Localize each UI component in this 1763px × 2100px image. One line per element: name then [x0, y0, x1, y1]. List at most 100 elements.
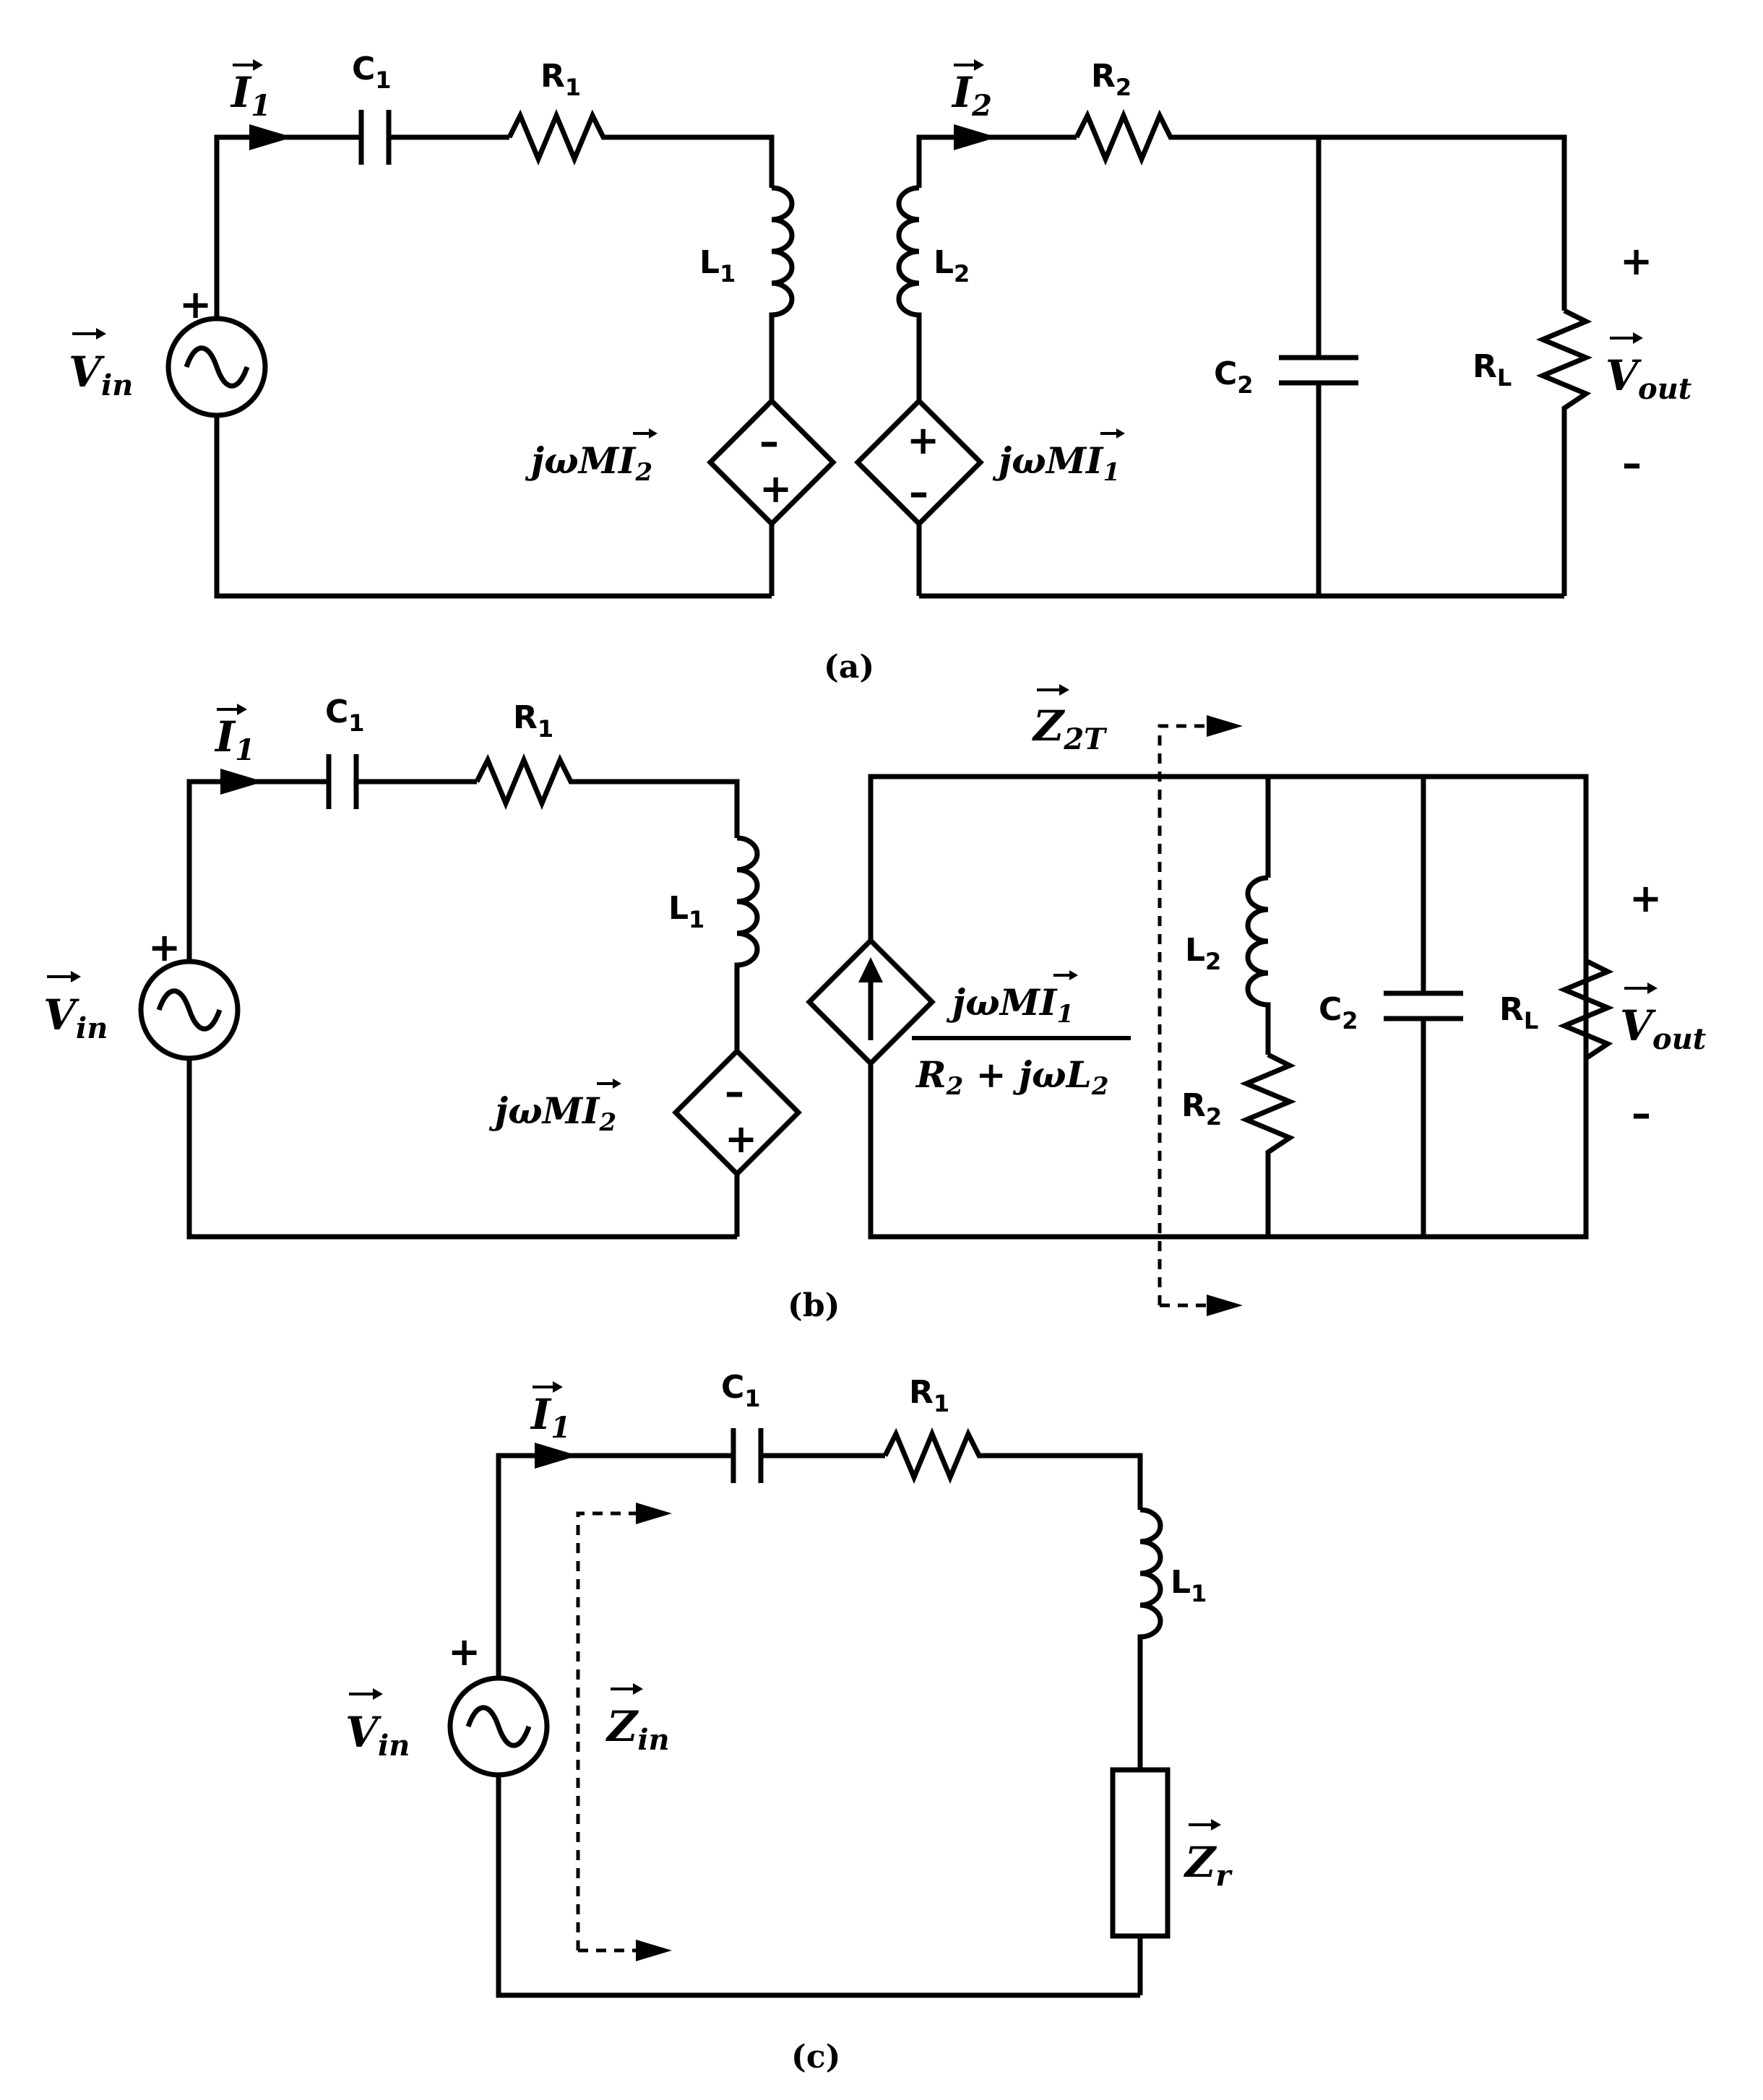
label-r2-b: R2 — [1181, 1087, 1222, 1131]
panel-b-secondary-loop — [806, 715, 1615, 1316]
caption-c: (c) — [791, 2039, 840, 2075]
resistor-rl — [1535, 308, 1593, 419]
svg-text:I1: I1 — [230, 68, 271, 123]
label-r1-b: R1 — [513, 699, 553, 743]
svg-text:R2 + jωL2: R2 + jωL2 — [915, 1053, 1108, 1101]
resistor-rl-b — [1557, 958, 1615, 1060]
resistor-r1-c — [882, 1427, 986, 1485]
label-l1-b: L1 — [668, 890, 704, 933]
svg-text:Zin: Zin — [605, 1702, 670, 1757]
label-vout-b: Vout — [1620, 982, 1707, 1056]
inductor-l2-b — [1245, 875, 1271, 1008]
panel-b-primary-loop — [138, 753, 802, 1240]
current-arrow-i2 — [954, 124, 997, 150]
label-l2-a: L2 — [934, 244, 970, 288]
dependent-current-source — [806, 937, 936, 1067]
dependent-source-jwmi2 — [707, 397, 837, 527]
current-arrow-i1 — [249, 124, 293, 150]
label-dep1-top-b: – — [725, 1069, 744, 1115]
impedance-zr — [1110, 1767, 1171, 1939]
label-i1-b: I1 — [214, 704, 255, 767]
resistor-r1 — [507, 108, 614, 166]
current-arrow-i1-c — [535, 1443, 578, 1469]
label-rl-b: RL — [1499, 991, 1538, 1034]
svg-text:jωMI2: jωMI2 — [525, 439, 652, 487]
label-i1-c: I1 — [530, 1381, 571, 1445]
label-l2-b: L2 — [1185, 932, 1221, 975]
resistor-r1-b — [474, 753, 582, 811]
label-dep2-bottom-a: – — [909, 470, 928, 515]
label-i1-a: I1 — [230, 59, 271, 123]
label-r2-a: R2 — [1091, 58, 1131, 101]
panel-a-secondary-loop — [854, 108, 1593, 599]
svg-text:I1: I1 — [214, 712, 255, 767]
label-jwmi1-a: jωMI1 — [992, 428, 1125, 487]
svg-text:Vout: Vout — [1620, 1001, 1707, 1056]
label-dep2-top-a: + — [907, 418, 939, 463]
inductor-l1-b — [734, 835, 760, 968]
label-plus-source-b: + — [148, 925, 181, 970]
capacitor-c1-b — [326, 754, 359, 809]
inductor-l1-c — [1137, 1507, 1163, 1640]
svg-text:I1: I1 — [530, 1390, 571, 1445]
label-jwmi2-a: jωMI2 — [525, 428, 658, 487]
label-rl-a: RL — [1473, 348, 1512, 392]
label-r1-c: R1 — [909, 1374, 949, 1417]
svg-text:jωMI1: jωMI1 — [946, 981, 1074, 1029]
capacitor-c2-b — [1384, 990, 1463, 1021]
svg-text:I2: I2 — [951, 68, 992, 123]
caption-a: (a) — [824, 649, 874, 686]
panel-a: I1 C1 R1 L1 + Vin – + jωMI2 I2 R2 L2 + –… — [69, 51, 1692, 686]
panel-c: I1 C1 R1 L1 + Vin Zin Zr (c) — [345, 1369, 1233, 2075]
label-l1-c: L1 — [1171, 1564, 1207, 1607]
label-vin-b: Vin — [43, 971, 108, 1045]
svg-text:jωMI1: jωMI1 — [992, 439, 1120, 487]
panel-c-loop — [447, 1427, 1171, 1998]
label-c1-b: C1 — [325, 693, 365, 737]
inductor-l1 — [769, 185, 795, 318]
label-dep1-bottom-a: + — [759, 466, 792, 511]
label-i2-a: I2 — [951, 59, 992, 123]
label-minus-out-b: – — [1631, 1091, 1651, 1136]
capacitor-c1-c — [730, 1428, 764, 1483]
current-arrow-i1-b — [220, 769, 264, 795]
label-fraction-b: jωMI1 R2 + jωL2 — [912, 970, 1131, 1101]
label-vin-c: Vin — [345, 1688, 410, 1763]
resistor-r2-b — [1239, 1052, 1297, 1159]
svg-text:Z2T: Z2T — [1032, 701, 1108, 756]
voltage-source-vin-c — [447, 1675, 550, 1778]
label-minus-out-a: – — [1622, 441, 1642, 486]
svg-text:Zr: Zr — [1184, 1838, 1233, 1893]
svg-text:Vout: Vout — [1605, 351, 1692, 406]
zin-dashed-arrow — [576, 1503, 672, 1961]
label-dep1-top-a: – — [759, 419, 779, 464]
voltage-source-vin-b — [138, 959, 241, 1061]
label-dep1-bottom-b: + — [725, 1116, 757, 1162]
label-c2-a: C2 — [1214, 355, 1254, 399]
svg-text:jωMI2: jωMI2 — [488, 1089, 616, 1137]
panel-a-primary-loop — [165, 108, 837, 599]
capacitor-c1 — [358, 110, 392, 165]
dependent-source-jwmi1 — [854, 397, 984, 527]
label-vout-a: Vout — [1605, 332, 1692, 406]
label-zr-c: Zr — [1184, 1819, 1233, 1893]
resistor-r2 — [1074, 108, 1178, 166]
label-c1-c: C1 — [721, 1369, 761, 1412]
label-jwmi2-b: jωMI2 — [488, 1079, 621, 1137]
voltage-source-vin — [165, 316, 268, 418]
z2t-dashed-arrow — [1158, 715, 1243, 1316]
label-plus-source-c: + — [448, 1629, 480, 1675]
label-z2t-b: Z2T — [1032, 684, 1108, 756]
capacitor-c2 — [1279, 355, 1358, 386]
label-zin-c: Zin — [605, 1683, 670, 1757]
label-c1-a: C1 — [352, 51, 392, 94]
label-plus-out-a: + — [1620, 238, 1652, 284]
label-vin-a: Vin — [69, 328, 133, 402]
label-plus-source-a: + — [179, 282, 212, 327]
label-plus-out-b: + — [1629, 876, 1662, 921]
svg-text:Vin: Vin — [345, 1708, 410, 1763]
label-r1-a: R1 — [540, 58, 581, 101]
inductor-l2 — [896, 185, 922, 318]
label-l1-a: L1 — [699, 244, 736, 288]
